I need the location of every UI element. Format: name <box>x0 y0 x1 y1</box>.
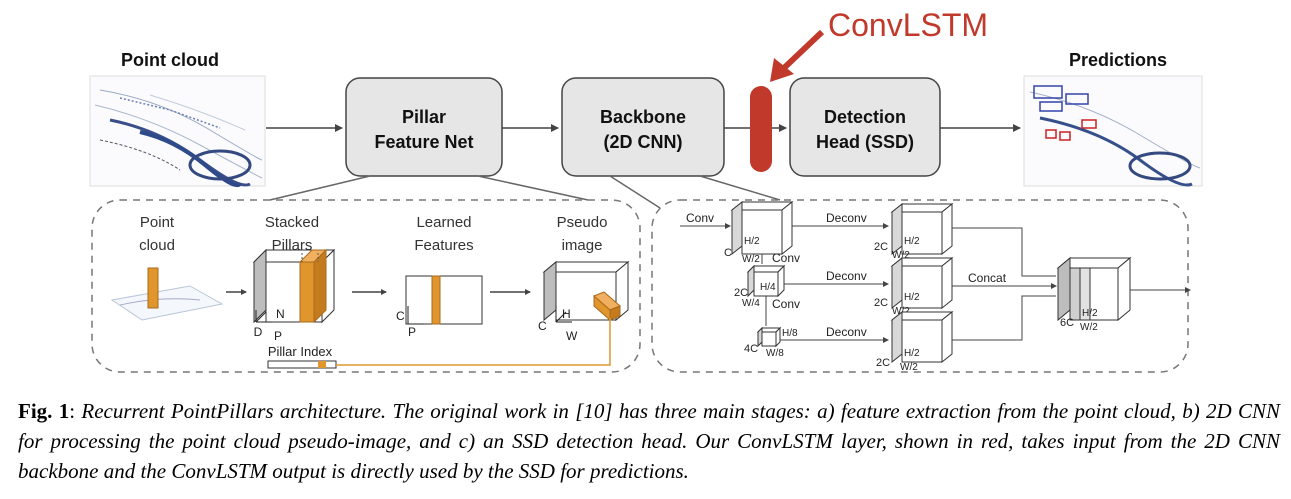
stacked-d-label: D <box>254 325 263 339</box>
bb-block-3 <box>756 326 782 348</box>
caption-text: Recurrent PointPillars architecture. The… <box>18 399 1280 483</box>
pillar-index-label: Pillar Index <box>268 344 333 359</box>
bb-concat-label: Concat <box>968 271 1007 285</box>
bb-4c-label: 4C <box>744 343 758 355</box>
bb-deconv-block-3 <box>890 310 954 364</box>
point-cloud-image <box>89 75 266 188</box>
bb-w4-label: W/4 <box>742 298 760 309</box>
pseudo-label-2: image <box>562 237 603 254</box>
point-cloud-title: Point cloud <box>121 50 219 70</box>
bb-h4-label: H/4 <box>760 282 776 293</box>
detection-head-block: Detection Head (SSD) <box>789 77 941 177</box>
pseudo-w-label: W <box>566 329 578 343</box>
pfn-point-label-1: Point <box>140 214 175 231</box>
bb-conv-label-1: Conv <box>686 211 714 225</box>
architecture-diagram: Point cloud Pillar Feature Net Backbone … <box>89 7 1203 373</box>
det-label-2: Head (SSD) <box>816 132 914 152</box>
backbone-label-1: Backbone <box>600 107 686 127</box>
bb-w2-label-3: W/2 <box>892 306 910 317</box>
bb-h2-label-3: H/2 <box>904 292 920 303</box>
backbone-detail-panel <box>651 199 1189 373</box>
stacked-n-label: N <box>276 307 285 321</box>
bb-block-2 <box>746 264 786 298</box>
bb-deconv-label-1: Deconv <box>826 211 867 225</box>
point-cloud-pillar-icon <box>110 267 224 321</box>
pfn-point-label-2: cloud <box>139 237 175 254</box>
bb-deconv-block-2 <box>890 256 954 310</box>
bb-conv-label-2: Conv <box>772 251 800 265</box>
bb-6c-label: 6C <box>1060 317 1074 329</box>
bb-2c-label-1: 2C <box>874 241 888 253</box>
predictions-title: Predictions <box>1069 50 1167 70</box>
pfn-detail-panel <box>91 199 641 373</box>
pseudo-h-label: H <box>562 307 571 321</box>
bb-deconv-block-1 <box>890 202 954 256</box>
predictions-image <box>1023 75 1203 187</box>
bb-h2-label-1: H/2 <box>744 236 760 247</box>
stacked-pillars-cube <box>252 248 336 324</box>
bb-block-1 <box>730 200 794 256</box>
pseudo-c-label: C <box>538 319 547 333</box>
bb-conv-label-3: Conv <box>772 297 800 311</box>
bb-w2-label-1: W/2 <box>742 254 760 265</box>
pfn-label-1: Pillar <box>402 107 446 127</box>
bb-w2-label-5: W/2 <box>1080 322 1098 333</box>
det-label-1: Detection <box>824 107 906 127</box>
bb-deconv-label-2: Deconv <box>826 269 867 283</box>
bb-concat-block <box>1056 256 1132 322</box>
stacked-p-label: P <box>274 329 282 343</box>
backbone-label-2: (2D CNN) <box>604 132 683 152</box>
bb-2c-label-left: 2C <box>734 287 748 299</box>
pseudo-image-cube <box>542 260 630 323</box>
bb-h2-label-2: H/2 <box>904 236 920 247</box>
bb-h8-label: H/8 <box>782 328 798 339</box>
learned-c-label: C <box>396 309 405 323</box>
convlstm-bar <box>750 86 772 172</box>
bb-w2-label-4: W/2 <box>900 362 918 373</box>
stacked-label-1: Stacked <box>265 214 319 231</box>
caption-colon: : <box>69 399 76 423</box>
pfn-label-2: Feature Net <box>374 132 473 152</box>
bb-h2-label-4: H/2 <box>904 348 920 359</box>
bb-h2-label-5: H/2 <box>1082 308 1098 319</box>
learned-label-2: Features <box>414 237 473 254</box>
figure-caption: Fig. 1: Recurrent PointPillars architect… <box>18 396 1280 486</box>
bb-deconv-label-3: Deconv <box>826 325 867 339</box>
pillar-index-bar <box>267 318 611 369</box>
caption-label: Fig. 1 <box>18 399 70 423</box>
convlstm-pointer-arrow <box>770 29 825 82</box>
pseudo-label-1: Pseudo <box>557 214 608 231</box>
pillar-feature-net-block: Pillar Feature Net <box>345 77 503 177</box>
convlstm-label: ConvLSTM <box>828 7 988 43</box>
learned-p-label: P <box>408 325 416 339</box>
bb-c-label: C <box>724 247 732 259</box>
learned-label-1: Learned <box>416 214 471 231</box>
bb-2c-label-2: 2C <box>874 297 888 309</box>
bb-w8-label: W/8 <box>766 348 784 359</box>
learned-features-rect <box>405 275 483 325</box>
backbone-block: Backbone (2D CNN) <box>561 77 725 177</box>
bb-w2-label-2: W/2 <box>892 250 910 261</box>
bb-2c-label-3: 2C <box>876 357 890 369</box>
